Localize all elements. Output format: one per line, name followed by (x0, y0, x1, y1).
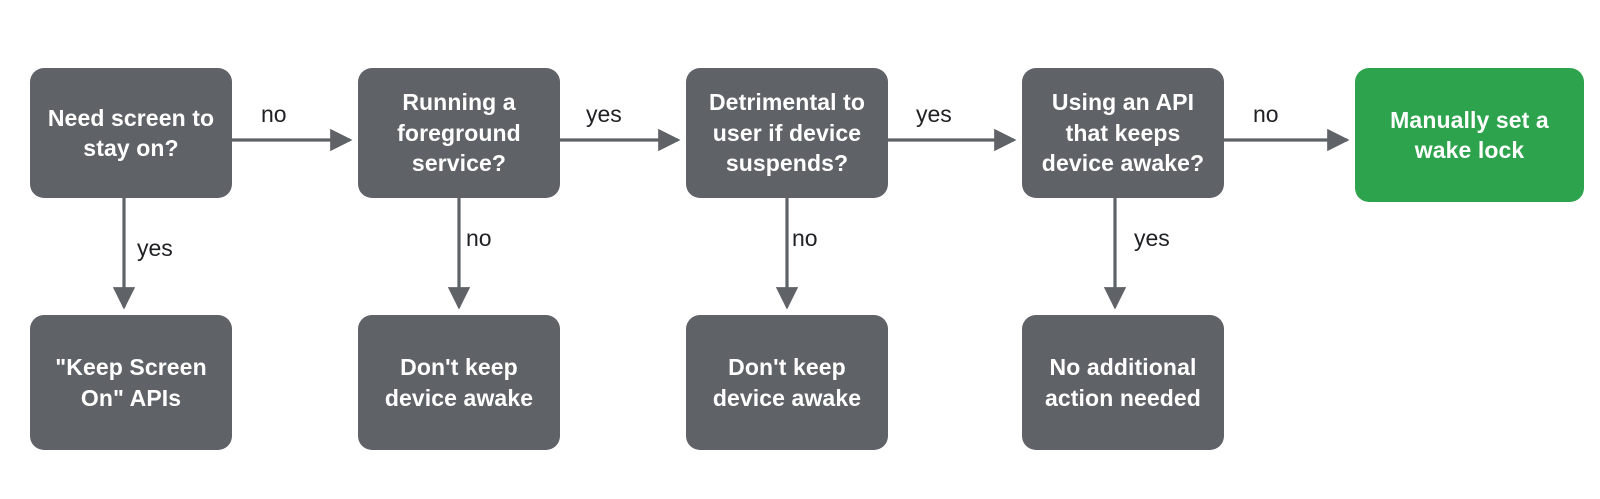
node-label-keep-screen-on-apis: "Keep Screen On" APIs (55, 354, 207, 411)
edge-label-e3: yes (586, 101, 622, 127)
node-dont-keep-awake-2[interactable]: Don't keep device awake (686, 315, 888, 450)
node-detrimental-suspend[interactable]: Detrimental to user if device suspends? (686, 68, 888, 198)
node-running-fg-service[interactable]: Running a foreground service? (358, 68, 560, 198)
node-using-api-keeps-awake[interactable]: Using an API that keeps device awake? (1022, 68, 1224, 198)
node-dont-keep-awake-1[interactable]: Don't keep device awake (358, 315, 560, 450)
node-label-dont-keep-awake-2: Don't keep device awake (712, 354, 862, 411)
node-label-running-fg-service: Running a foreground service? (397, 89, 521, 177)
edge-label-e6: no (792, 225, 818, 251)
node-label-need-screen-on: Need screen to stay on? (47, 104, 215, 161)
edge-label-e4: no (466, 225, 492, 251)
node-manually-set-wake-lock[interactable]: Manually set a wake lock (1355, 68, 1584, 202)
node-label-manually-set-wake-lock: Manually set a wake lock (1390, 106, 1549, 163)
edge-label-e5: yes (916, 101, 952, 127)
node-no-additional-action[interactable]: No additional action needed (1022, 315, 1224, 450)
node-need-screen-on[interactable]: Need screen to stay on? (30, 68, 232, 198)
node-keep-screen-on-apis[interactable]: "Keep Screen On" APIs (30, 315, 232, 450)
edge-label-e7: no (1253, 101, 1279, 127)
node-label-no-additional-action: No additional action needed (1045, 354, 1201, 411)
node-label-detrimental-suspend: Detrimental to user if device suspends? (708, 89, 866, 177)
edge-label-e8: yes (1134, 225, 1170, 251)
edge-label-e2: yes (137, 235, 173, 261)
edge-label-e1: no (261, 101, 287, 127)
node-label-using-api-keeps-awake: Using an API that keeps device awake? (1041, 89, 1205, 177)
node-label-dont-keep-awake-1: Don't keep device awake (384, 354, 534, 411)
